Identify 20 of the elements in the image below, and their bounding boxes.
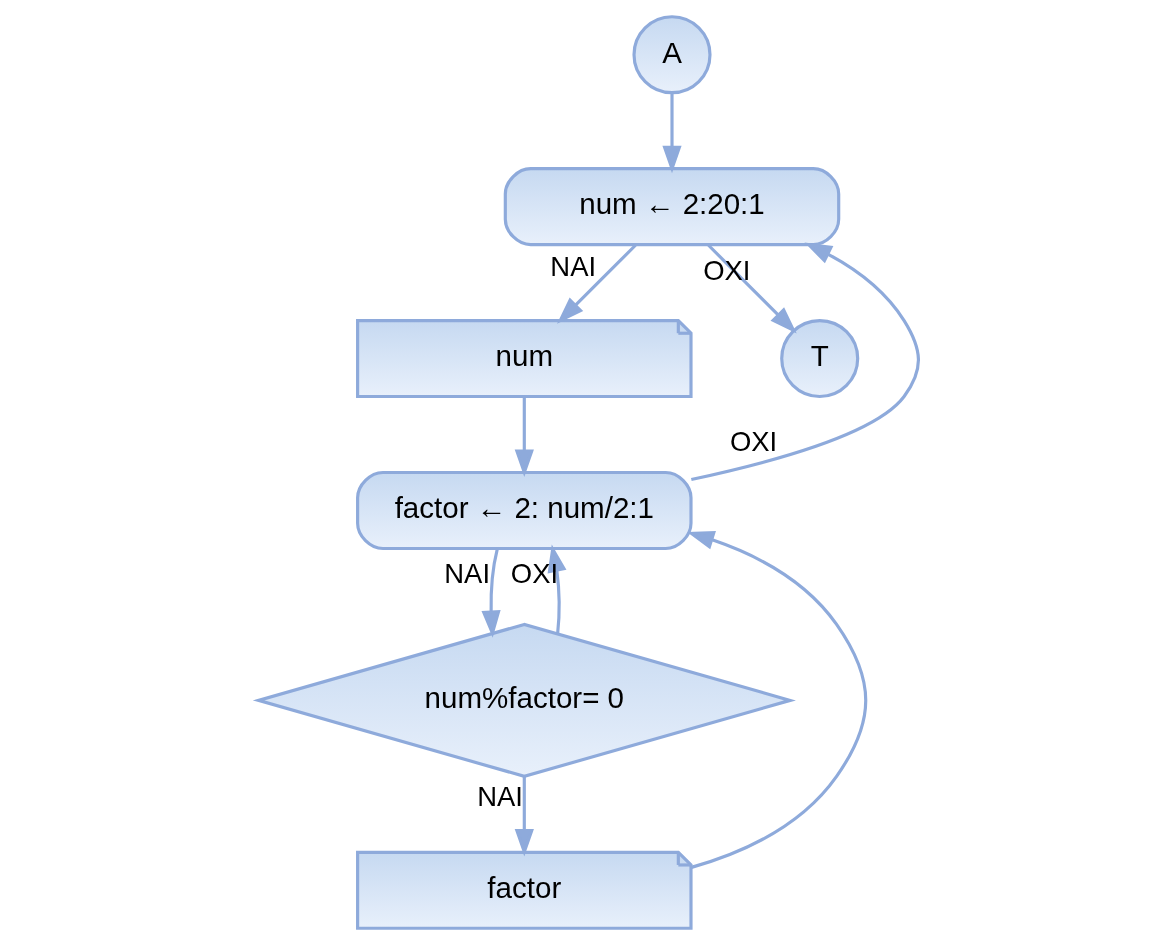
node-circle: T	[779, 319, 859, 399]
arrow	[514, 776, 534, 857]
edge-label: OXI	[702, 255, 750, 287]
edge-label: OXI	[729, 425, 777, 457]
arrow	[514, 397, 534, 478]
node-box: num ← 2:20:1	[503, 167, 840, 247]
arrow	[690, 242, 920, 482]
arrow	[661, 93, 682, 174]
node-box: factor ← 2: num/2:1	[355, 470, 693, 551]
node-diamond: num%factor= 0	[252, 622, 796, 778]
node-circle: A	[631, 15, 712, 95]
arrow	[706, 244, 797, 334]
arrow	[686, 530, 867, 869]
arrow	[556, 244, 637, 324]
edge-label: NAI	[476, 781, 523, 813]
arrow	[547, 544, 566, 634]
edge-label: OXI	[510, 558, 558, 590]
arrow	[480, 548, 501, 638]
edge-label: NAI	[443, 558, 490, 590]
edge-label: NAI	[549, 250, 596, 282]
